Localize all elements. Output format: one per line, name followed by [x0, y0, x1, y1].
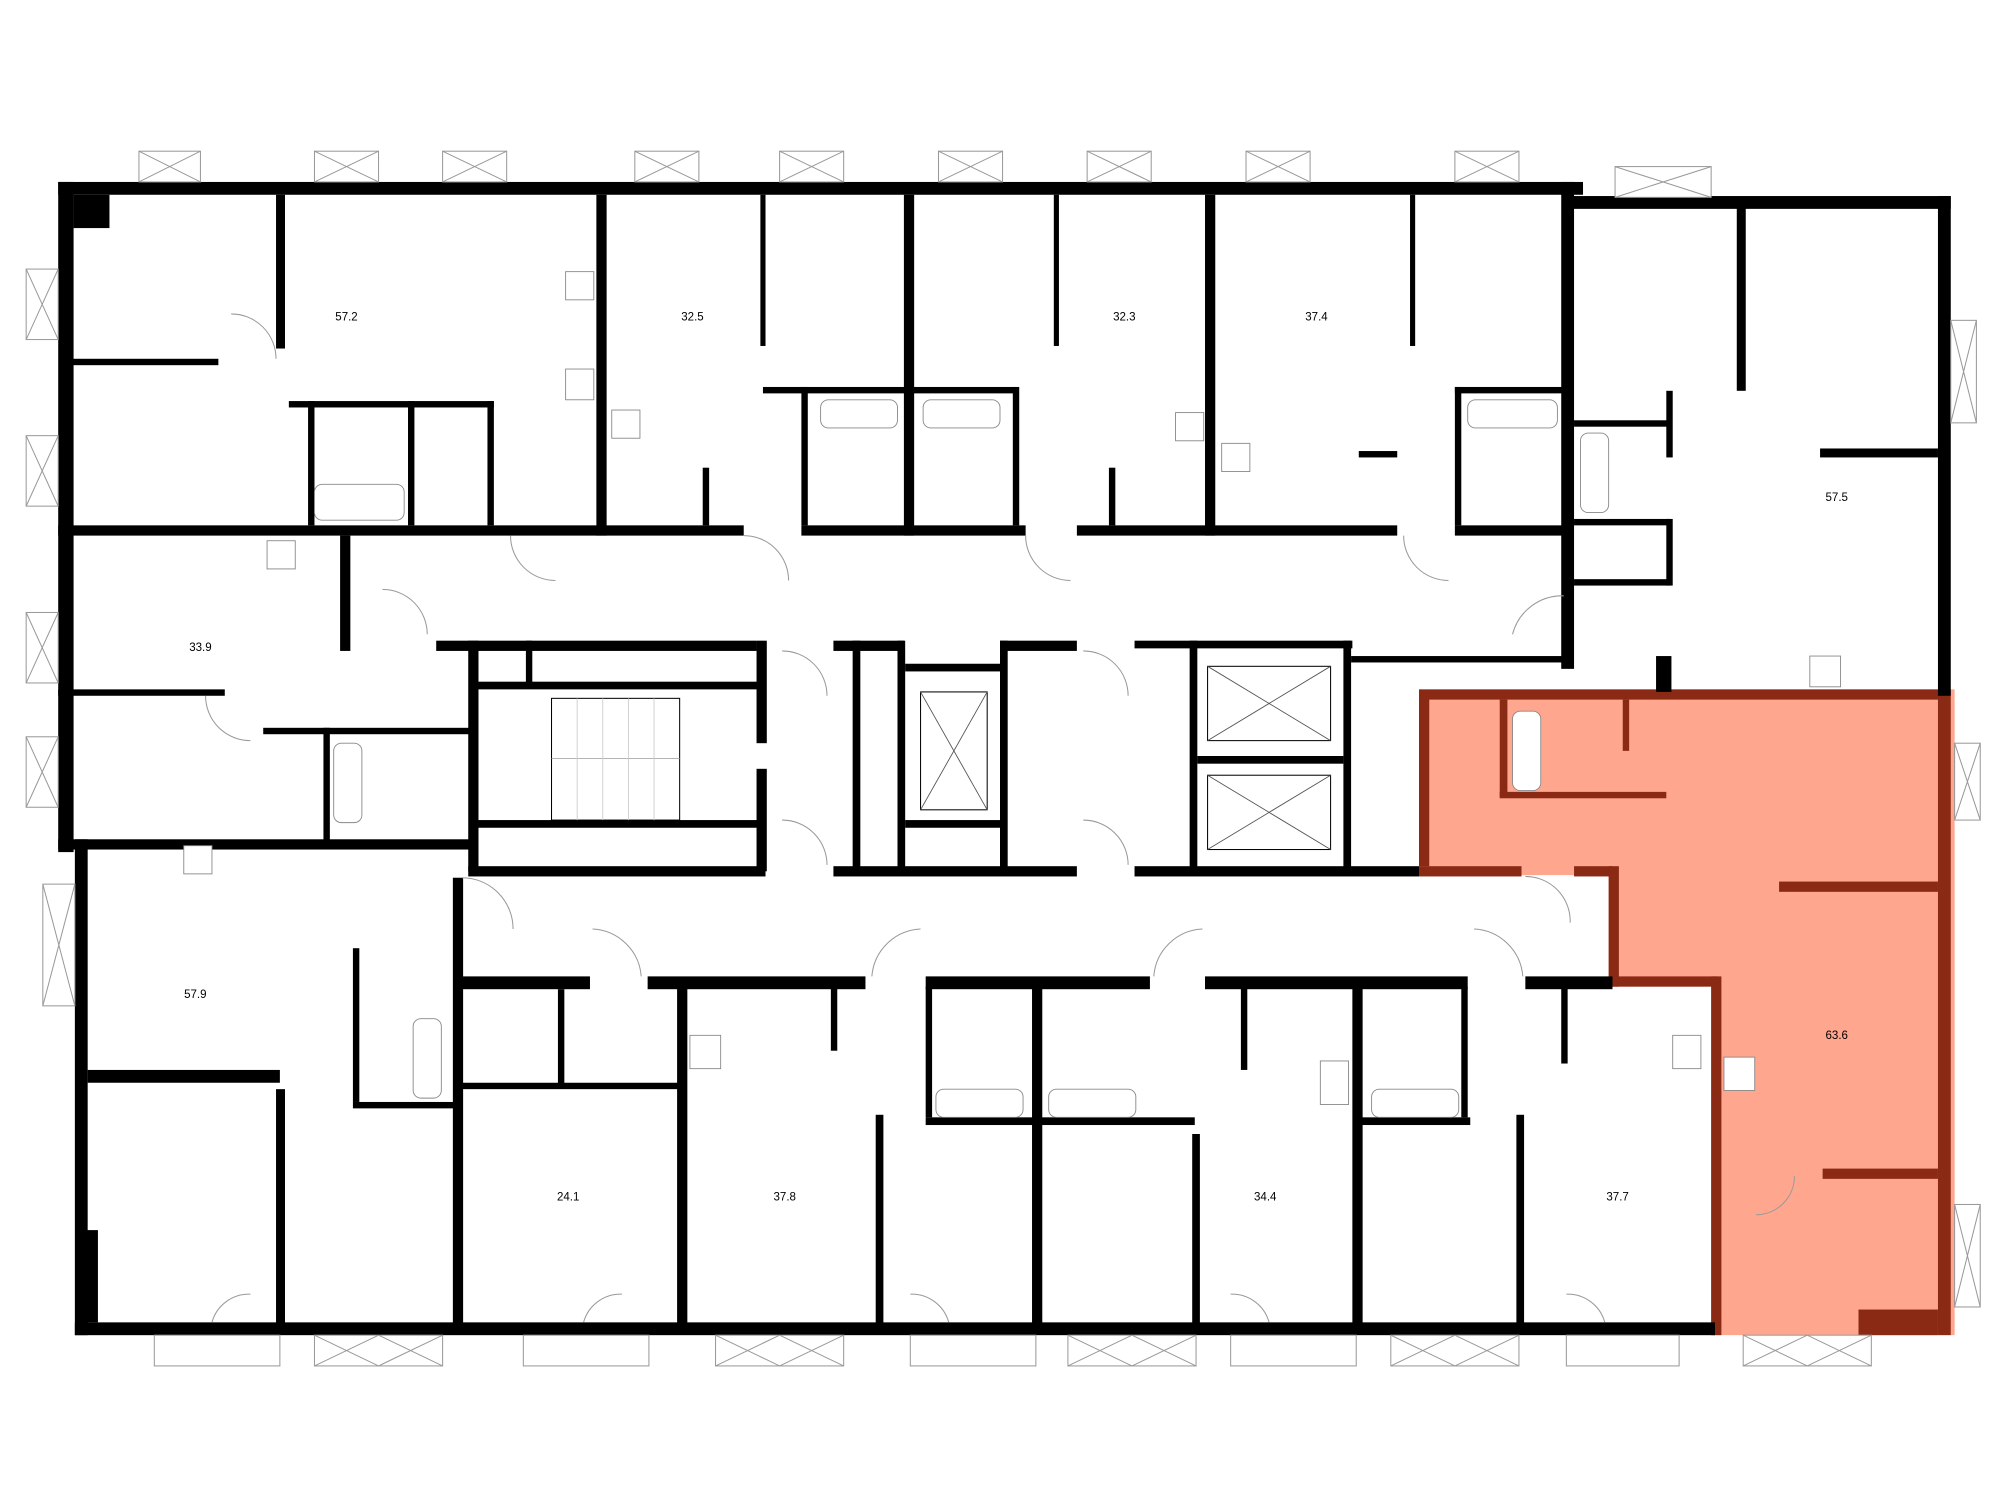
area-label-32-5[interactable]: 32.5 [681, 311, 703, 323]
highlighted-wall [1419, 866, 1522, 877]
area-label-37-7[interactable]: 37.7 [1606, 1192, 1628, 1204]
highlighted-wall [1711, 976, 1722, 1336]
balcony [1565, 1334, 1680, 1367]
area-label-32-3[interactable]: 32.3 [1113, 311, 1135, 323]
highlighted-wall [1499, 791, 1667, 799]
window [1954, 742, 1981, 821]
window [779, 150, 845, 183]
window [1390, 1334, 1520, 1367]
window [25, 736, 59, 808]
window [1954, 1203, 1981, 1308]
area-label-57-2[interactable]: 57.2 [335, 311, 357, 323]
area-label-24-1[interactable]: 24.1 [557, 1192, 579, 1204]
window [634, 150, 700, 183]
window [1950, 319, 1977, 424]
window [138, 150, 201, 183]
area-label-57-9[interactable]: 57.9 [184, 989, 206, 1001]
highlighted-wall [1499, 699, 1508, 798]
highlighted-wall [1622, 699, 1630, 751]
fixtures [183, 271, 1842, 1118]
window [937, 150, 1004, 183]
window [1614, 166, 1712, 198]
elevator-shafts [920, 665, 1332, 851]
area-label-34-4[interactable]: 34.4 [1254, 1192, 1277, 1204]
area-label-63-6[interactable]: 63.6 [1826, 1030, 1848, 1042]
exterior-walls [58, 181, 1951, 1336]
stairwell [551, 697, 681, 821]
window [1067, 1334, 1197, 1367]
window [25, 435, 59, 507]
balcony [522, 1334, 650, 1367]
window [42, 883, 76, 1007]
balcony [153, 1334, 281, 1367]
highlighted-wall [1822, 1168, 1938, 1179]
balcony [909, 1334, 1037, 1367]
window [1742, 1334, 1872, 1367]
highlighted-wall [1574, 866, 1613, 877]
window [1086, 150, 1152, 183]
area-labels: 57.2 32.5 32.3 37.4 57.5 33.9 57.9 24.1 … [184, 311, 1848, 1203]
highlighted-wall [1858, 1309, 1938, 1336]
highlighted-wall [1608, 976, 1718, 987]
window [313, 150, 380, 183]
window [442, 150, 508, 183]
window [1454, 150, 1520, 183]
window [25, 268, 59, 341]
doors [205, 313, 1795, 1323]
highlighted-wall [1779, 881, 1938, 892]
window [25, 611, 59, 684]
highlighted-apartment-fill[interactable] [1419, 689, 1955, 1336]
area-label-37-8[interactable]: 37.8 [774, 1192, 796, 1204]
balcony [1230, 1334, 1357, 1367]
highlighted-wall [1608, 866, 1619, 987]
windows [25, 150, 1981, 1367]
window [1245, 150, 1311, 183]
area-label-33-9[interactable]: 33.9 [189, 642, 211, 654]
area-label-57-5[interactable]: 57.5 [1826, 492, 1848, 504]
window [313, 1334, 444, 1367]
area-label-37-4[interactable]: 37.4 [1305, 311, 1328, 323]
highlighted-apartment-63-6[interactable] [1419, 689, 1955, 1336]
window [715, 1334, 845, 1367]
interior-walls [58, 194, 1938, 1327]
